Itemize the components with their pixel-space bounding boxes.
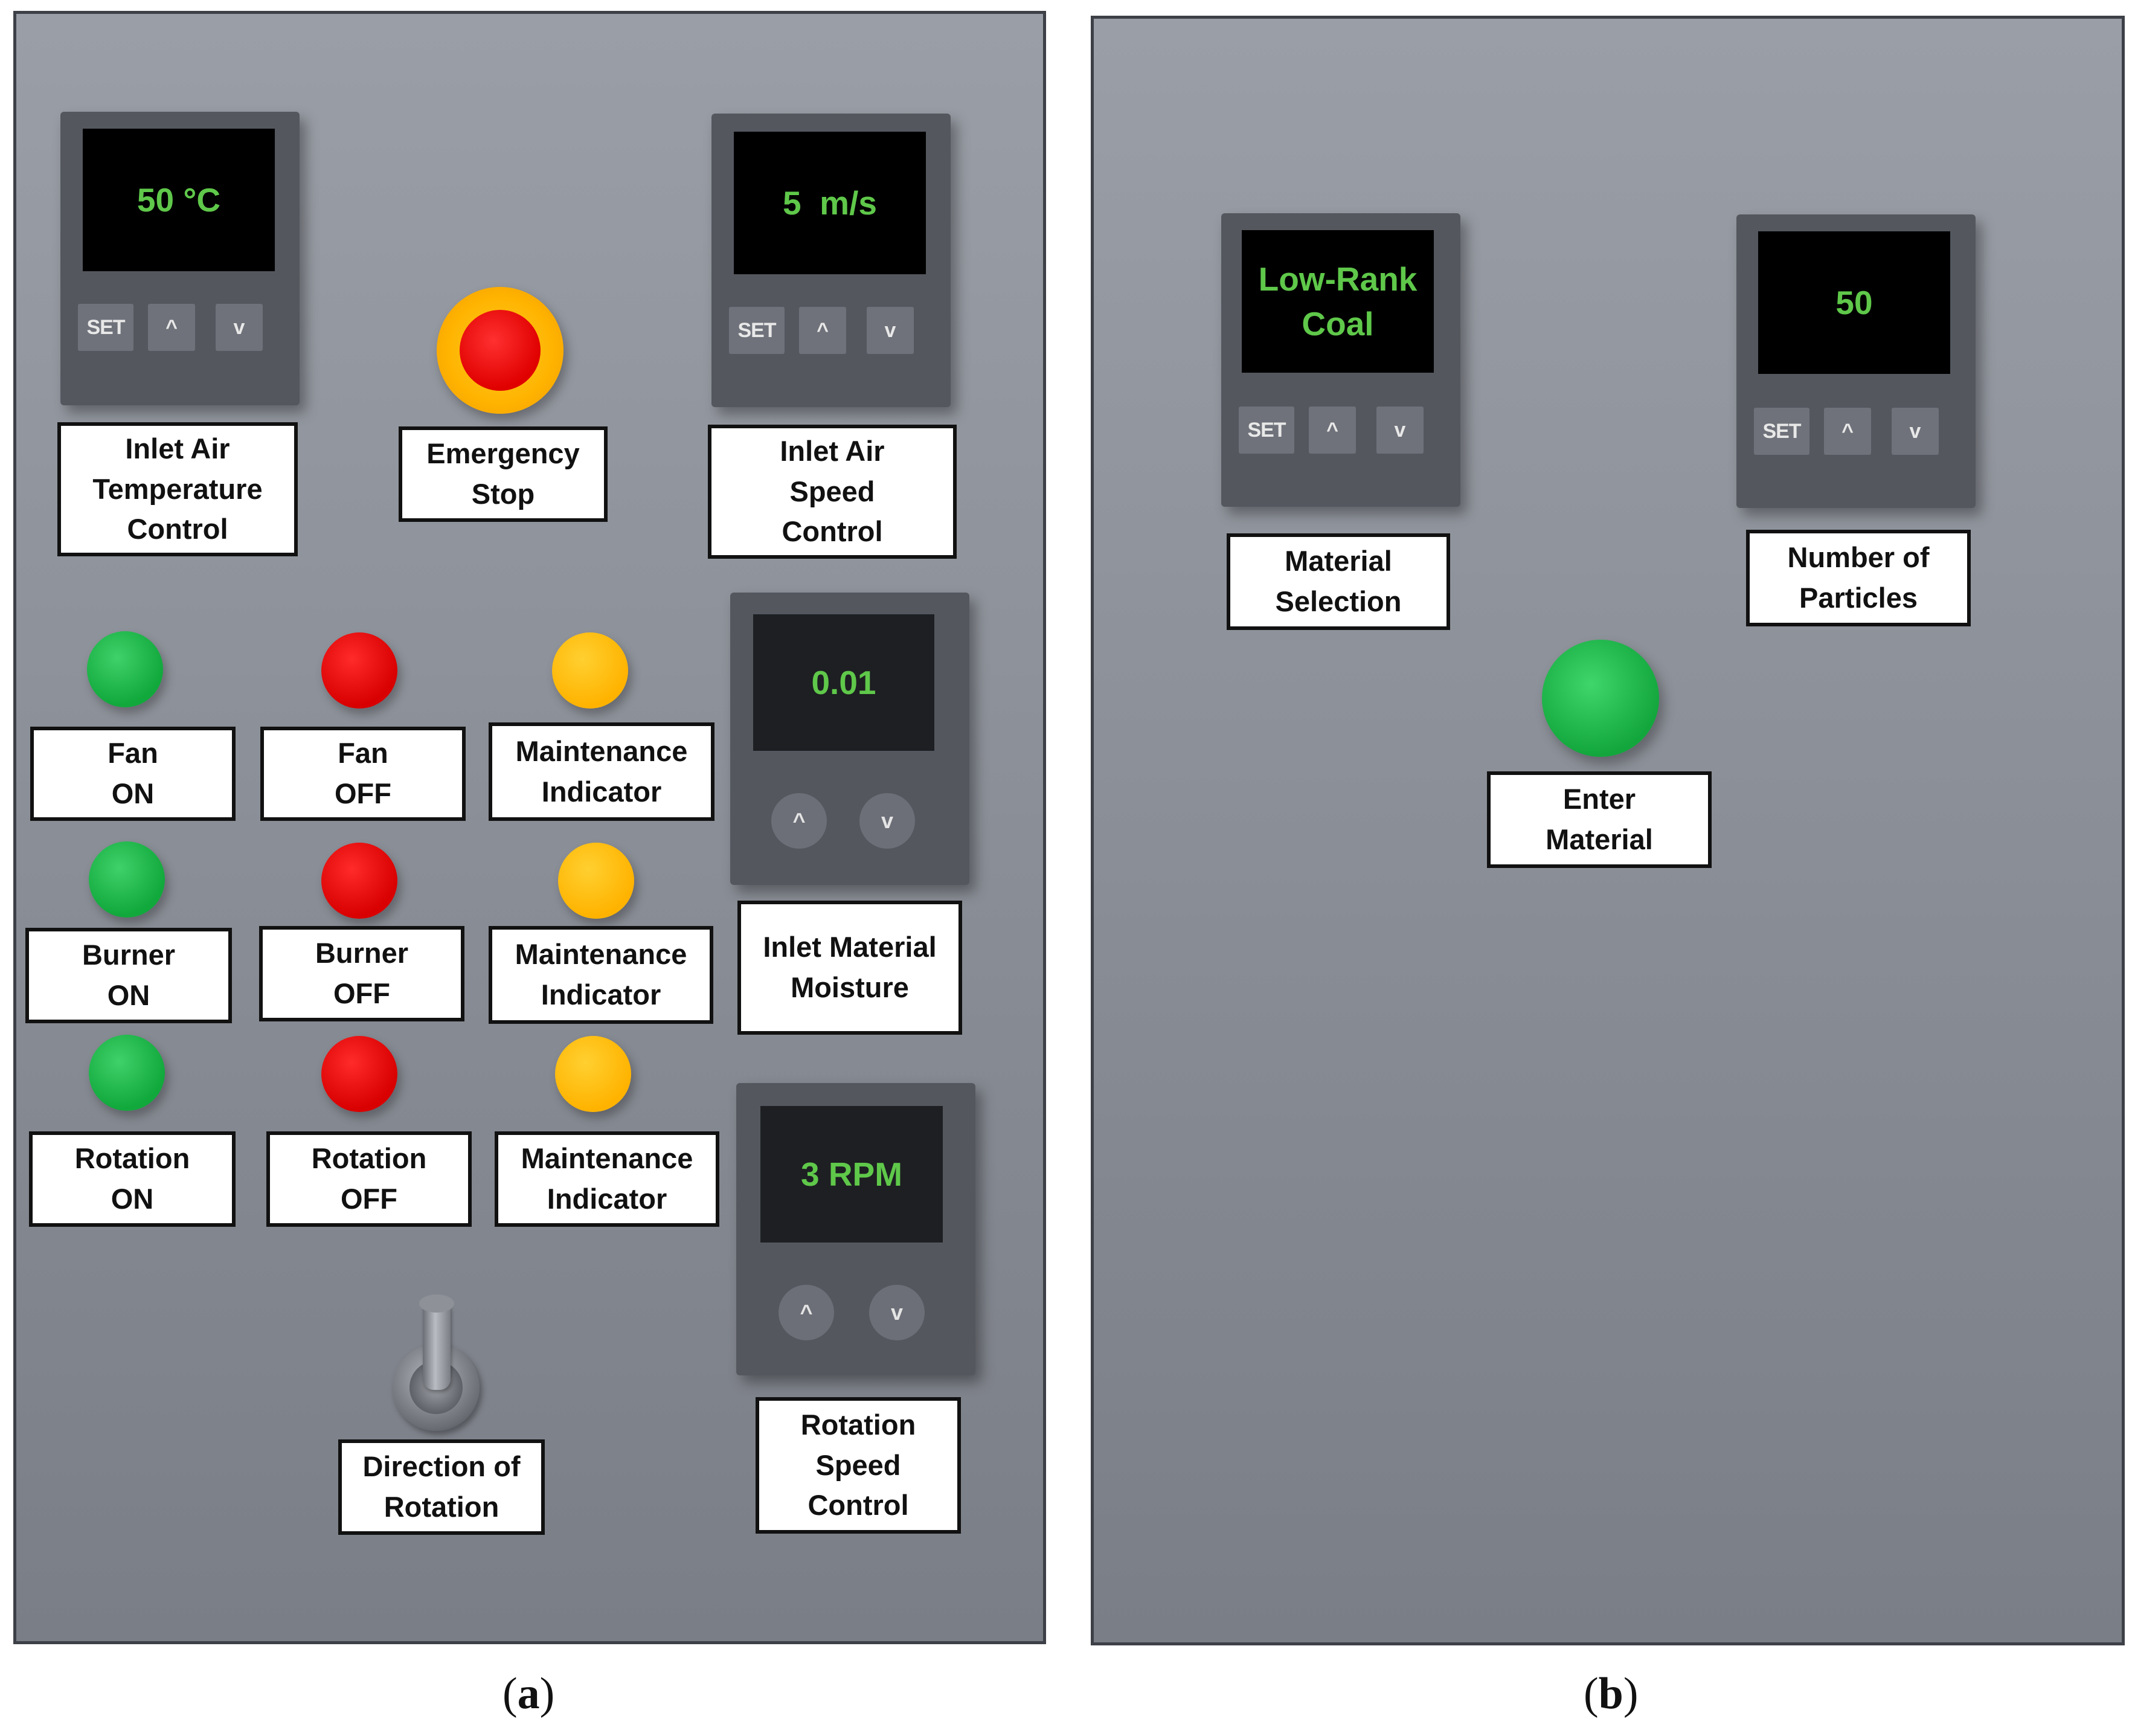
material-up-button[interactable]: ^ xyxy=(1309,407,1356,454)
particles-down-button[interactable]: v xyxy=(1892,408,1939,455)
speed-set-button[interactable]: SET xyxy=(729,307,785,354)
temperature-up-button[interactable]: ^ xyxy=(148,304,195,351)
caption-b: (b) xyxy=(1584,1669,1639,1718)
speed-down-button[interactable]: v xyxy=(867,307,914,354)
temperature-controller: 50 °C SET ^ v xyxy=(60,112,300,405)
rotation-off-light[interactable] xyxy=(321,1036,397,1112)
rotation-on-light[interactable] xyxy=(89,1035,165,1111)
maintenance-light-1[interactable] xyxy=(552,632,628,709)
caption-a: (a) xyxy=(502,1669,555,1718)
fan-off-light[interactable] xyxy=(321,632,397,709)
moisture-down-button[interactable]: v xyxy=(859,793,915,849)
maintenance-light-2[interactable] xyxy=(558,843,634,919)
emergency-stop-cap xyxy=(460,310,541,391)
temperature-set-button[interactable]: SET xyxy=(78,304,133,351)
moisture-controller: 0.01 ^ v xyxy=(730,593,969,885)
burner-off-light[interactable] xyxy=(321,843,397,919)
material-set-button[interactable]: SET xyxy=(1239,407,1294,454)
temperature-down-button[interactable]: v xyxy=(216,304,263,351)
speed-controller: 5 m/s SET ^ v xyxy=(711,114,951,407)
particles-up-button[interactable]: ^ xyxy=(1824,408,1871,455)
speed-display: 5 m/s xyxy=(734,132,926,274)
moisture-up-button[interactable]: ^ xyxy=(771,793,827,849)
rotation-speed-controller: 3 RPM ^ v xyxy=(736,1083,975,1375)
rotation-speed-display: 3 RPM xyxy=(760,1106,943,1243)
temperature-display: 50 °C xyxy=(83,129,275,271)
maintenance-light-3[interactable] xyxy=(555,1036,631,1112)
rotation-speed-up-button[interactable]: ^ xyxy=(779,1285,834,1340)
toggle-lever xyxy=(423,1299,451,1390)
particles-display: 50 xyxy=(1758,231,1950,374)
burner-on-light[interactable] xyxy=(89,841,165,918)
toggle-tip xyxy=(419,1294,454,1313)
rotation-speed-down-button[interactable]: v xyxy=(869,1285,925,1340)
direction-toggle-switch[interactable] xyxy=(388,1294,484,1439)
particles-set-button[interactable]: SET xyxy=(1754,408,1809,455)
fan-on-light[interactable] xyxy=(87,631,163,707)
emergency-stop-button[interactable] xyxy=(437,287,564,414)
enter-material-button[interactable] xyxy=(1542,640,1659,757)
moisture-display: 0.01 xyxy=(753,614,934,751)
speed-up-button[interactable]: ^ xyxy=(799,307,846,354)
material-down-button[interactable]: v xyxy=(1376,407,1424,454)
particles-controller: 50 SET ^ v xyxy=(1736,214,1976,508)
